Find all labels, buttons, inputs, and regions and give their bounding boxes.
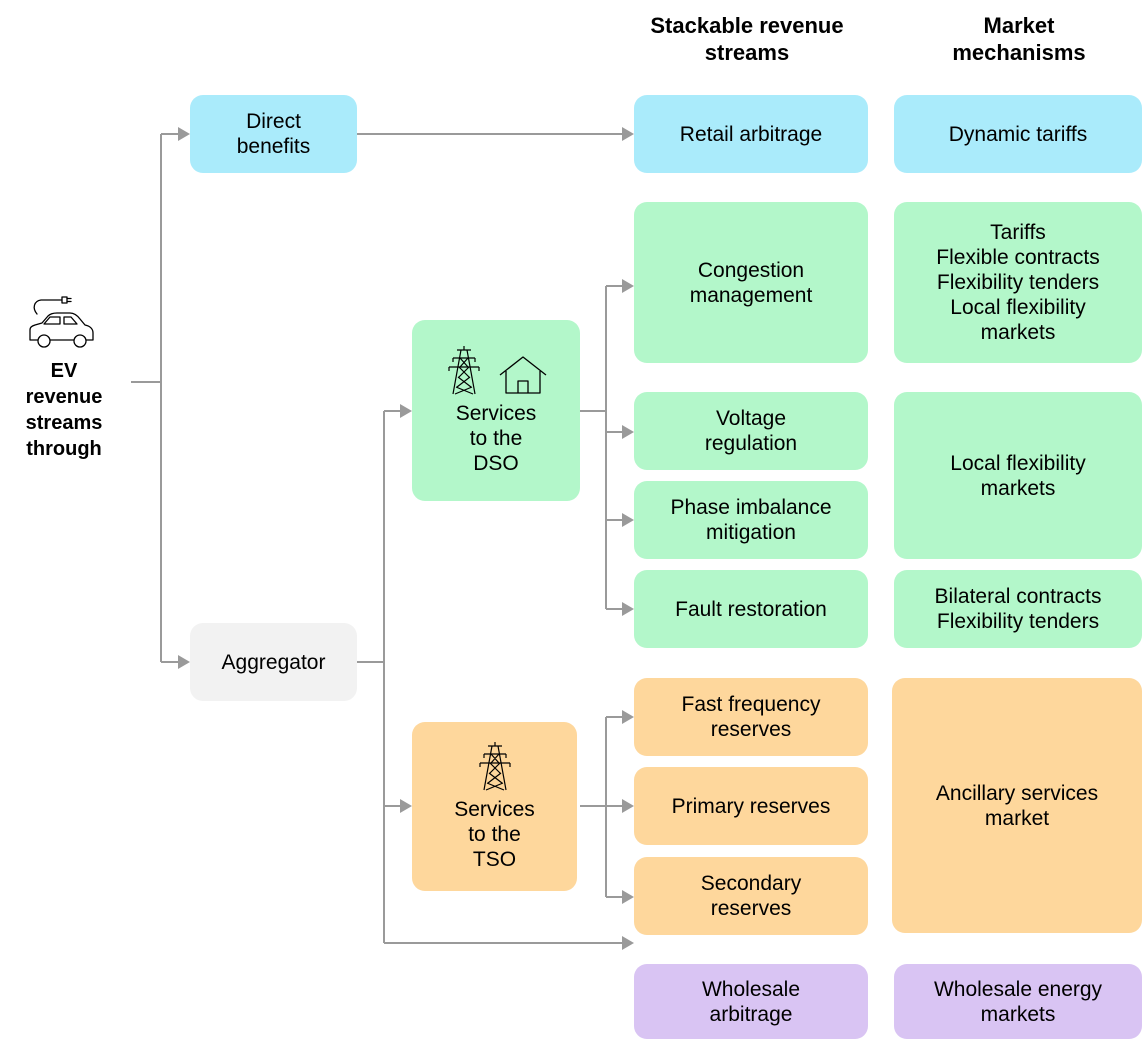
house-icon [499,356,547,394]
local-flexibility-markets-box: Local flexibility markets [894,392,1142,559]
fault-restoration-mechanisms-box: Bilateral contracts Flexibility tenders [894,570,1142,648]
voltage-regulation-box: Voltage regulation [634,392,868,470]
header-revenue-streams: Stackable revenue streams [650,13,844,65]
fast-frequency-reserves-box: Fast frequency reserves [634,678,868,756]
ev-source-label: EV revenue streams through [25,360,103,460]
tso-services-label: Services to the TSO [454,798,535,871]
wholesale-energy-markets-box: Wholesale energy markets [894,964,1142,1039]
dynamic-tariffs-box: Dynamic tariffs [894,95,1142,173]
phase-imbalance-mitigation-box: Phase imbalance mitigation [634,481,868,559]
ev-car-charging-icon [29,296,94,348]
ancillary-services-market-box: Ancillary services market [892,678,1142,933]
congestion-management-box: Congestion management [634,202,868,363]
secondary-reserves-box: Secondary reserves [634,857,868,935]
tso-services-box: Services to the TSO [412,722,577,891]
header-market-mechanisms: Market mechanisms [952,13,1086,65]
transmission-tower-icon [478,742,511,791]
dso-services-box: Services to the DSO [412,320,580,501]
wholesale-arbitrage-box: Wholesale arbitrage [634,964,868,1039]
dso-services-label: Services to the DSO [455,402,537,475]
retail-arbitrage-box: Retail arbitrage [634,95,868,173]
primary-reserves-box: Primary reserves [634,767,868,845]
fault-restoration-box: Fault restoration [634,570,868,648]
aggregator-box: Aggregator [190,623,357,701]
transmission-tower-icon [448,346,480,395]
direct-benefits-box: Direct benefits [190,95,357,173]
congestion-market-mechanisms-box: Tariffs Flexible contracts Flexibility t… [894,202,1142,363]
